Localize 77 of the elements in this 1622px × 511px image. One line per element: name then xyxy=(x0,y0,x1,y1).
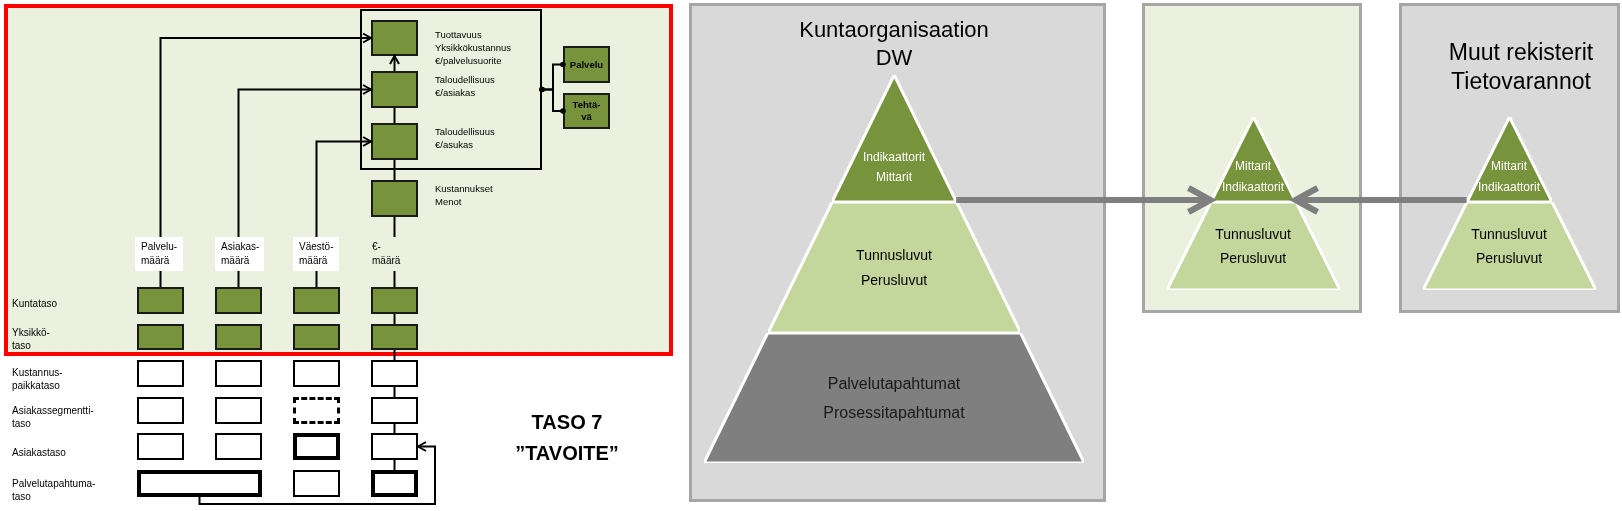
tier-label: Indikaattorit Mittarit xyxy=(862,148,925,186)
connector-line xyxy=(393,107,396,124)
connector-line xyxy=(393,313,396,325)
row-label: Kuntataso xyxy=(12,296,58,310)
level-box xyxy=(137,433,184,460)
tier-label: Tunnusluvut Perusluvut xyxy=(1215,225,1291,268)
level-box xyxy=(137,397,184,424)
column-header: Väestö- määrä xyxy=(293,237,339,271)
arrow xyxy=(198,441,436,505)
level-box xyxy=(371,470,418,497)
level-box xyxy=(371,324,418,350)
arrow xyxy=(315,136,372,288)
source-panel xyxy=(1142,3,1362,313)
category-box: Palvelu xyxy=(563,46,610,83)
indicator-label: Tuottavuus Yksikkökustannus €/palvelusuorite xyxy=(435,28,512,67)
indicator-label: Taloudellisuus €/asiakas xyxy=(435,73,495,99)
indicator-box xyxy=(371,180,418,217)
row-label: Kustannus- paikkataso xyxy=(12,365,63,392)
pyramid-tier xyxy=(1422,202,1596,290)
row-label: Asiakassegmentti- taso xyxy=(12,403,94,430)
column-header: Asiakas- määrä xyxy=(215,237,264,271)
arrow xyxy=(237,84,372,288)
goal-label: TASO 7 ”TAVOITE” xyxy=(514,409,620,466)
level-box xyxy=(371,397,418,424)
level-box xyxy=(137,470,262,497)
level-box xyxy=(137,324,184,350)
level-box xyxy=(137,287,184,314)
tier-label: Mittarit Indikaattorit xyxy=(1478,158,1540,197)
indicator-box xyxy=(371,71,418,108)
level-box xyxy=(137,360,184,387)
level-box xyxy=(293,433,340,460)
connector-line xyxy=(393,386,396,398)
connector-line xyxy=(393,423,396,434)
source-panel xyxy=(1399,3,1620,313)
row-label: Asiakastaso xyxy=(12,445,66,459)
level-box xyxy=(215,324,262,350)
source-panel xyxy=(689,3,1106,502)
arrow xyxy=(159,32,372,288)
pyramid-tier xyxy=(703,333,1085,463)
pyramid-tier xyxy=(767,202,1021,333)
arrow xyxy=(1292,185,1467,215)
indicator-label: Kustannukset Menot xyxy=(435,182,493,208)
level-box xyxy=(215,360,262,387)
indicator-box xyxy=(371,20,418,56)
tier-label: Mittarit Indikaattorit xyxy=(1222,158,1284,197)
connector-line xyxy=(393,459,396,471)
panel-title: Muut rekisterit Tietovarannot xyxy=(1447,37,1595,96)
tier-label: Tunnusluvut Perusluvut xyxy=(1471,225,1547,268)
level-box xyxy=(293,287,340,314)
pyramid-tier xyxy=(831,75,957,202)
group-frame xyxy=(360,9,542,170)
highlight-panel xyxy=(4,4,673,356)
row-label: Palvelutapahtuma- taso xyxy=(12,476,96,503)
indicator-label: Taloudellisuus €/asukas xyxy=(435,125,495,151)
panel-title: Kuntaorganisaation DW xyxy=(799,16,989,72)
level-box xyxy=(293,470,340,497)
level-box xyxy=(293,397,340,424)
arrow xyxy=(389,55,400,72)
tier-label: Palvelutapahtumat Prosessitapahtumat xyxy=(823,374,965,423)
connector-line xyxy=(393,159,396,181)
level-box xyxy=(371,287,418,314)
indicator-box xyxy=(371,123,418,160)
level-box xyxy=(293,360,340,387)
column-header: Palvelu- määrä xyxy=(135,237,183,271)
row-label: Yksikkö- taso xyxy=(12,325,50,352)
level-box xyxy=(371,360,418,387)
category-box: Tehtä- vä xyxy=(563,93,610,129)
level-box xyxy=(371,433,418,460)
level-box xyxy=(215,287,262,314)
connector-line xyxy=(539,86,566,114)
arrow xyxy=(956,185,1214,215)
pyramid-tier xyxy=(1166,202,1340,290)
level-box xyxy=(215,433,262,460)
level-box xyxy=(215,397,262,424)
level-box xyxy=(293,324,340,350)
tier-label: Tunnusluvut Perusluvut xyxy=(856,245,932,290)
connector-line xyxy=(393,349,396,361)
